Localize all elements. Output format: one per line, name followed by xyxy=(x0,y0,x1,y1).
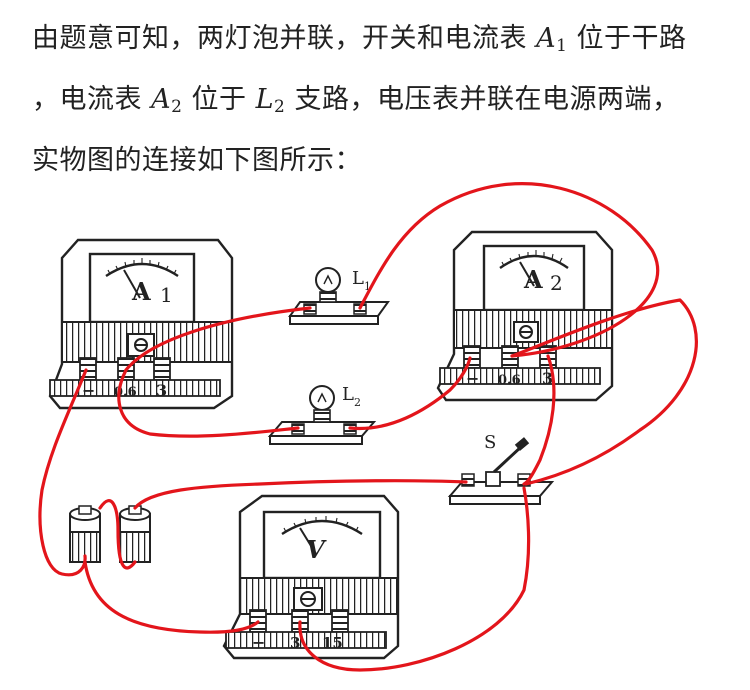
ammeter-a2-index: 2 xyxy=(550,271,563,295)
switch-letter: S xyxy=(484,432,496,453)
symbol-a1: A1 xyxy=(536,23,568,56)
lamp-l1: L 1 xyxy=(288,267,390,325)
symbol-subscript: 2 xyxy=(274,97,286,117)
symbol-letter: A xyxy=(151,84,172,115)
wire-battery-link xyxy=(98,499,137,570)
circuit-wires xyxy=(38,182,698,672)
symbol-letter: A xyxy=(536,23,557,54)
wire-a1-06-to-l1 xyxy=(124,306,312,372)
ammeter-a2-term-3: 3 xyxy=(542,369,553,388)
wire-l2-to-a2-neg xyxy=(348,356,472,431)
text-segment: 支路，电压表并联在电源两端， xyxy=(285,84,680,115)
lamp-l1-index: 1 xyxy=(364,280,371,293)
voltmeter-term-neg: − xyxy=(252,633,265,652)
text-segment: 位于 xyxy=(182,84,256,115)
wire-battery-to-switch xyxy=(133,479,468,510)
ammeter-a1-term-3: 3 xyxy=(156,381,167,400)
ammeter-a1-term-neg: − xyxy=(82,381,95,400)
ammeter-a2-letter: A xyxy=(523,265,543,294)
ammeter-a1: A 1 − 0.6 3 xyxy=(48,238,234,410)
ammeter-a2: A 2 − 0.6 3 xyxy=(436,230,614,402)
lamp-l2-letter: L xyxy=(342,384,354,405)
text-line-2: ，电流表 A2 位于 L2 支路，电压表并联在电源两端， xyxy=(32,73,732,134)
voltmeter-term-15: 15 xyxy=(322,634,343,652)
voltmeter-letter: V xyxy=(306,535,327,564)
explanation-text: 由题意可知，两灯泡并联，开关和电流表 A1 位于干路 ，电流表 A2 位于 L2… xyxy=(32,12,732,188)
battery-pack xyxy=(69,505,151,563)
circuit-diagram: A 1 − 0.6 3 A 2 − 0. xyxy=(38,182,698,672)
text-line-1: 由题意可知，两灯泡并联，开关和电流表 A1 位于干路 xyxy=(32,12,732,73)
ammeter-a1-letter: A xyxy=(131,277,151,306)
symbol-a2: A2 xyxy=(151,84,183,117)
ammeter-a2-term-06: 0.6 xyxy=(498,373,521,388)
symbol-l2: L2 xyxy=(255,84,286,117)
wire-a2-3-to-switch xyxy=(522,354,556,486)
wire-voltmeter-3-to-switch xyxy=(298,486,531,672)
ammeter-a2-term-neg: − xyxy=(466,369,479,388)
lamp-l2: L 2 xyxy=(267,384,377,445)
text-segment: 位于干路 xyxy=(567,23,687,54)
wire-battery-to-voltmeter-neg xyxy=(83,560,260,634)
wire-l1-to-a2-06 xyxy=(358,182,660,358)
voltmeter-term-3: 3 xyxy=(290,634,300,652)
symbol-letter: L xyxy=(255,84,275,115)
symbol-subscript: 2 xyxy=(171,97,183,117)
ammeter-a1-index: 1 xyxy=(160,283,173,307)
wire-a2-06-to-switch xyxy=(510,298,698,486)
wire-a1-06-to-l2 xyxy=(117,368,300,438)
text-line-3: 实物图的连接如下图所示： xyxy=(32,145,362,176)
wire-a1neg-to-battery xyxy=(38,368,88,577)
text-segment: ，电流表 xyxy=(32,84,152,115)
lamp-l2-index: 2 xyxy=(354,396,361,409)
lamp-l1-letter: L xyxy=(352,268,364,289)
text-segment: 由题意可知，两灯泡并联，开关和电流表 xyxy=(32,23,537,54)
symbol-subscript: 1 xyxy=(556,36,568,56)
voltmeter-v: V − 3 15 xyxy=(222,494,400,660)
